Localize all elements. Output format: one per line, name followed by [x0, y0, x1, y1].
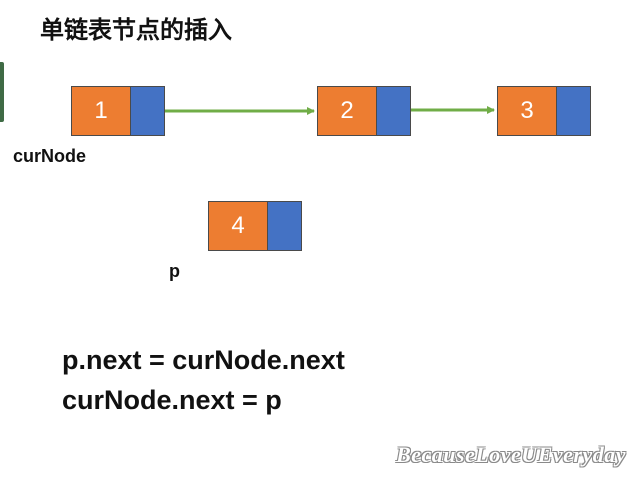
list-node-3: 3 — [497, 86, 591, 136]
watermark: BecauseLoveUEveryday — [396, 442, 626, 467]
code-block: p.next = curNode.next curNode.next = p — [62, 340, 345, 420]
cur-node-label: curNode — [13, 146, 87, 166]
node-value-cell: 2 — [317, 86, 377, 136]
new-node-4: 4 — [208, 201, 302, 251]
node-value-cell: 3 — [497, 86, 557, 136]
node-pointer-cell — [377, 86, 411, 136]
page-title: 单链表节点的插入 — [40, 16, 232, 44]
list-node-2: 2 — [317, 86, 411, 136]
node-value-cell: 4 — [208, 201, 268, 251]
list-node-1: 1 — [71, 86, 165, 136]
left-edge-marker — [0, 62, 4, 122]
code-line-1: p.next = curNode.next — [62, 345, 345, 375]
node-value-cell: 1 — [71, 86, 131, 136]
code-line-2: curNode.next = p — [62, 385, 282, 415]
node-pointer-cell — [557, 86, 591, 136]
p-label: p — [169, 261, 180, 281]
node-pointer-cell — [268, 201, 302, 251]
node-pointer-cell — [131, 86, 165, 136]
